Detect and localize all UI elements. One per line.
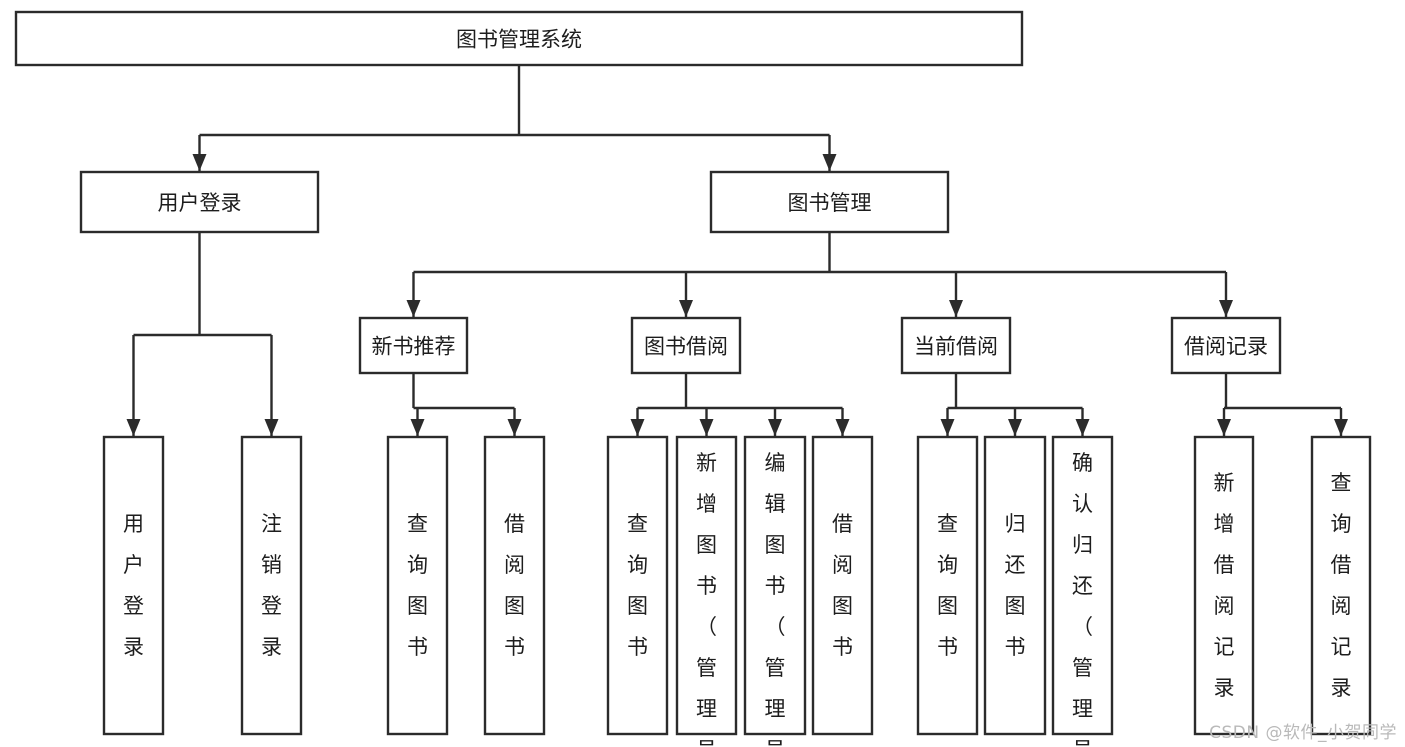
current-to-leaves-arrow-0	[940, 419, 955, 436]
leaf-node-12[interactable]: 查询借阅记录	[1310, 435, 1372, 736]
leaf-node-11-box[interactable]	[1193, 435, 1255, 736]
newbooks-to-leaves-arrow-0	[410, 419, 425, 436]
leaf-node-0-box[interactable]	[102, 435, 165, 736]
leaf-node-5[interactable]: 新增图书（管理员）	[675, 435, 738, 747]
leaf-node-1[interactable]: 注销登录	[240, 435, 303, 736]
leaf-node-12-label: 查询借阅记录	[1331, 471, 1352, 700]
leaf-node-7-label: 借阅图书	[832, 512, 853, 659]
leaf-node-3-box[interactable]	[483, 435, 546, 736]
newbooks-to-leaves-arrow-1	[507, 419, 522, 436]
leaf-node-1-label: 注销登录	[261, 512, 282, 659]
current-to-leaves-arrow-1	[1008, 419, 1022, 436]
leaf-node-9-label: 归还图书	[1005, 512, 1026, 659]
level2-node-1-box[interactable]	[630, 316, 742, 375]
leaf-node-1-box[interactable]	[240, 435, 303, 736]
bookmgmt-to-level2-arrow-3	[1219, 300, 1233, 317]
level2-node-3[interactable]: 借阅记录	[1170, 316, 1282, 375]
leaf-node-10-box[interactable]	[1051, 435, 1114, 736]
leaf-node-0[interactable]: 用户登录	[102, 435, 165, 736]
leaf-node-10[interactable]: 确认归还（管理员）	[1051, 435, 1114, 747]
node-layer: 图书管理系统用户登录图书管理新书推荐图书借阅当前借阅借阅记录用户登录注销登录查询…	[14, 10, 1372, 747]
level2-node-1-label: 图书借阅	[644, 335, 728, 359]
connector-layer	[126, 65, 1348, 436]
level1-node-0-box[interactable]	[79, 170, 320, 234]
root-node-box[interactable]	[14, 10, 1024, 67]
leaf-node-8-label: 查询图书	[937, 512, 958, 659]
level2-node-1[interactable]: 图书借阅	[630, 316, 742, 375]
leaf-node-6-label: 编辑图书（管理员）	[765, 451, 786, 747]
leaf-node-7[interactable]: 借阅图书	[811, 435, 874, 736]
leaf-node-2-label: 查询图书	[407, 512, 428, 659]
leaf-node-2-box[interactable]	[386, 435, 449, 736]
records-to-leaves-arrow-1	[1334, 419, 1348, 436]
root-to-level1-arrow-0	[192, 154, 207, 171]
leaf-node-2[interactable]: 查询图书	[386, 435, 449, 736]
leaf-node-5-box[interactable]	[675, 435, 738, 736]
leaf-node-8[interactable]: 查询图书	[916, 435, 979, 736]
root-node-label: 图书管理系统	[456, 28, 582, 52]
level2-node-3-box[interactable]	[1170, 316, 1282, 375]
level1-node-0[interactable]: 用户登录	[79, 170, 320, 234]
current-to-leaves-arrow-2	[1075, 419, 1090, 436]
bookmgmt-to-level2-arrow-2	[949, 300, 963, 317]
leaf-node-10-label: 确认归还（管理员）	[1072, 451, 1093, 747]
leaf-node-11[interactable]: 新增借阅记录	[1193, 435, 1255, 736]
leaf-node-3[interactable]: 借阅图书	[483, 435, 546, 736]
leaf-node-11-label: 新增借阅记录	[1214, 471, 1235, 700]
leaf-node-4[interactable]: 查询图书	[606, 435, 669, 736]
leaf-node-6[interactable]: 编辑图书（管理员）	[743, 435, 807, 747]
level1-node-1-box[interactable]	[709, 170, 950, 234]
leaf-node-0-label: 用户登录	[123, 512, 144, 659]
records-to-leaves-arrow-0	[1217, 419, 1231, 436]
leaf-node-5-label: 新增图书（管理员）	[696, 451, 717, 747]
leaf-node-9[interactable]: 归还图书	[983, 435, 1047, 736]
leaf-node-6-box[interactable]	[743, 435, 807, 736]
leaf-node-8-box[interactable]	[916, 435, 979, 736]
leaf-node-4-box[interactable]	[606, 435, 669, 736]
leaf-node-3-label: 借阅图书	[504, 512, 525, 659]
level2-node-3-label: 借阅记录	[1184, 335, 1268, 359]
level2-node-0[interactable]: 新书推荐	[358, 316, 469, 375]
level2-node-0-label: 新书推荐	[372, 335, 456, 359]
level2-node-0-box[interactable]	[358, 316, 469, 375]
level1-node-0-label: 用户登录	[158, 191, 242, 215]
bookmgmt-to-level2-arrow-0	[406, 300, 421, 317]
level2-node-2-box[interactable]	[900, 316, 1012, 375]
root-to-level1-arrow-1	[822, 154, 837, 171]
leaf-node-9-box[interactable]	[983, 435, 1047, 736]
login-to-leaves-arrow-0	[126, 419, 141, 436]
level1-node-1[interactable]: 图书管理	[709, 170, 950, 234]
leaf-node-7-box[interactable]	[811, 435, 874, 736]
borrow-to-leaves-arrow-0	[630, 419, 645, 436]
login-to-leaves-arrow-1	[264, 419, 279, 436]
borrow-to-leaves-arrow-3	[835, 419, 850, 436]
level1-node-1-label: 图书管理	[788, 191, 872, 215]
borrow-to-leaves-arrow-1	[699, 419, 714, 436]
root-node[interactable]: 图书管理系统	[14, 10, 1024, 67]
level2-node-2[interactable]: 当前借阅	[900, 316, 1012, 375]
watermark-text: CSDN @软件_小贺同学	[1209, 723, 1397, 743]
level2-node-2-label: 当前借阅	[914, 335, 998, 359]
leaf-node-12-box[interactable]	[1310, 435, 1372, 736]
borrow-to-leaves-arrow-2	[768, 419, 782, 436]
leaf-node-4-label: 查询图书	[627, 512, 648, 659]
bookmgmt-to-level2-arrow-1	[679, 300, 693, 317]
